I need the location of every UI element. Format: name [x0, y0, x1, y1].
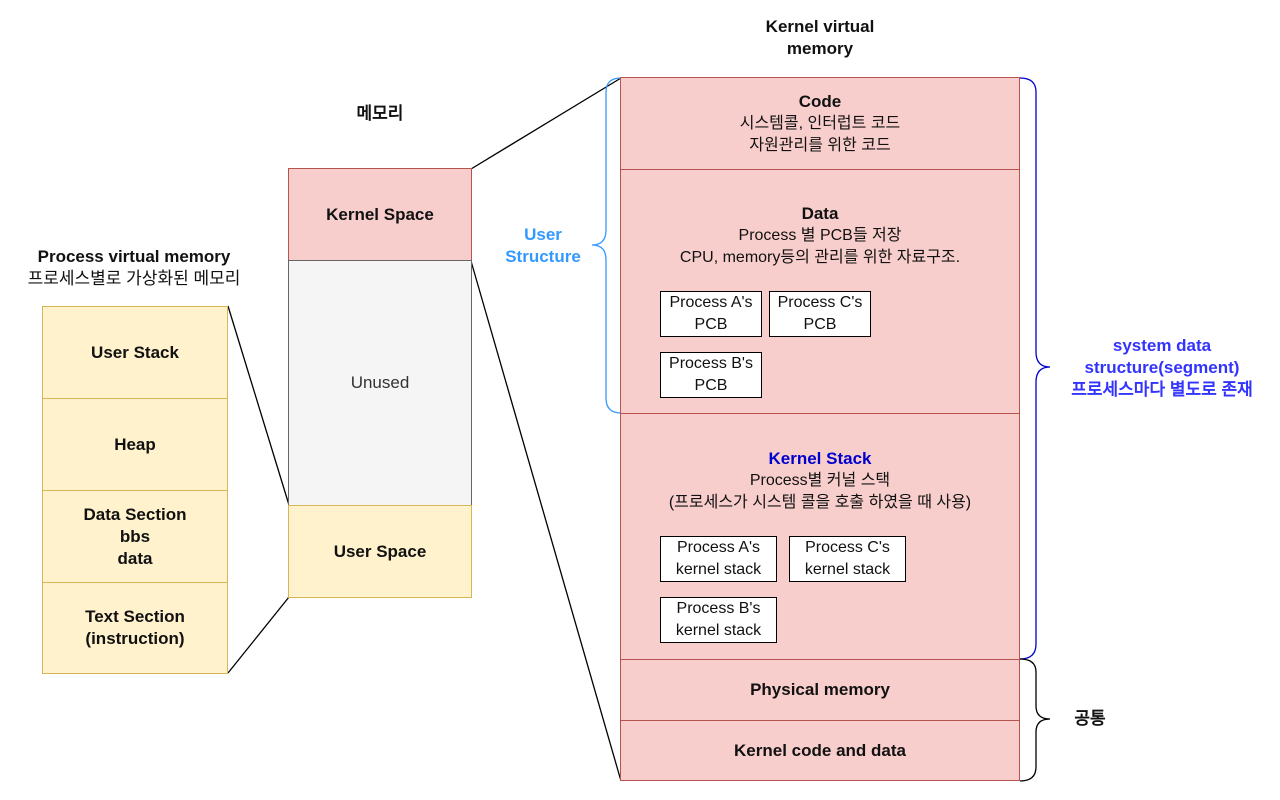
kernel-stack-box-line1: Process A's [676, 539, 761, 556]
code-segment: Code 시스템콜, 인터럽트 코드 자원관리를 위한 코드 [620, 77, 1020, 170]
user-structure-line1: User [524, 225, 562, 244]
user-stack-cell: User Stack [42, 306, 228, 399]
pcb-line1: Process B's [669, 355, 753, 372]
kernel-space-block: Kernel Space [288, 168, 472, 261]
user-structure-brace [591, 77, 622, 414]
kernel-stack-line: (프로세스가 시스템 콜을 호출 하였을 때 사용) [668, 494, 972, 511]
data-label: data [117, 548, 153, 568]
kernel-vm-title: Kernel virtual memory [740, 16, 900, 60]
pcb-box-a: Process A's PCB [660, 291, 762, 337]
system-data-line3: 프로세스마다 별도로 존재 [1071, 380, 1253, 399]
heap-cell: Heap [42, 398, 228, 491]
user-space-label: User Space [333, 541, 427, 561]
kernel-stack-line: Process별 커널 스택 [749, 472, 891, 489]
connector-line [470, 77, 622, 170]
kernel-vm-title-line1: Kernel virtual [765, 17, 875, 36]
text-section-cell: Text Section (instruction) [42, 582, 228, 674]
user-structure-line2: Structure [505, 247, 581, 266]
pcb-line2: PCB [803, 316, 837, 333]
common-label: 공통 [1074, 709, 1106, 728]
kernel-stack-box-a: Process A's kernel stack [660, 536, 777, 582]
code-line: 자원관리를 위한 코드 [749, 136, 891, 154]
data-section-label: Data Section [83, 504, 187, 524]
pcb-box-b: Process B's PCB [660, 352, 762, 398]
user-stack-label: User Stack [91, 342, 179, 362]
heap-label: Heap [114, 434, 156, 454]
data-header: Data Process 별 PCB들 저장 CPU, memory등의 관리를… [620, 203, 1020, 269]
kernel-space-label: Kernel Space [326, 204, 434, 224]
kernel-stack-header: Kernel Stack Process별 커널 스택 (프로세스가 시스템 콜… [620, 448, 1020, 514]
kernel-stack-box-line2: kernel stack [675, 622, 762, 639]
common-brace [1019, 658, 1051, 782]
connector-line [227, 305, 290, 506]
kernel-stack-box-line2: kernel stack [804, 561, 891, 578]
kernel-stack-box-b: Process B's kernel stack [660, 597, 777, 643]
pcb-line2: PCB [694, 316, 728, 333]
unused-block: Unused [288, 260, 472, 506]
text-section-label: Text Section [85, 607, 185, 626]
code-heading: Code [798, 91, 842, 111]
system-data-brace [1019, 77, 1051, 660]
process-memory-title: Process virtual memory [37, 247, 231, 266]
system-data-line2: structure(segment) [1084, 358, 1240, 377]
kernel-vm-title-line2: memory [786, 39, 854, 58]
connector-line [470, 260, 622, 782]
pcb-line1: Process A's [669, 294, 753, 311]
data-section-cell: Data Section bbs data [42, 490, 228, 583]
bbs-label: bbs [119, 526, 151, 546]
system-data-label: system data structure(segment) 프로세스마다 별도… [1052, 335, 1272, 401]
physical-memory-segment: Physical memory [620, 659, 1020, 721]
connector-line [227, 596, 290, 674]
process-memory-subtitle: 프로세스별로 가상화된 메모리 [27, 269, 241, 288]
kernel-stack-box-line2: kernel stack [675, 561, 762, 578]
pcb-line2: PCB [694, 377, 728, 394]
memory-title: 메모리 [356, 104, 404, 123]
kernel-stack-box-line1: Process B's [676, 600, 761, 617]
kernel-stack-box-c: Process C's kernel stack [789, 536, 906, 582]
data-line: CPU, memory등의 관리를 위한 자료구조. [679, 249, 961, 266]
pcb-box-c: Process C's PCB [769, 291, 871, 337]
kernel-code-data-segment: Kernel code and data [620, 720, 1020, 781]
pcb-line1: Process C's [777, 294, 863, 311]
unused-label: Unused [350, 373, 410, 392]
physical-memory-label: Physical memory [750, 680, 890, 699]
kernel-stack-box-line1: Process C's [805, 539, 890, 556]
user-space-block: User Space [288, 505, 472, 598]
data-heading: Data [801, 204, 839, 223]
data-line: Process 별 PCB들 저장 [738, 227, 902, 244]
kernel-code-data-label: Kernel code and data [734, 740, 906, 760]
kernel-stack-heading: Kernel Stack [768, 449, 872, 468]
code-line: 시스템콜, 인터럽트 코드 [739, 114, 901, 132]
system-data-line1: system data [1112, 336, 1212, 355]
instruction-label: (instruction) [85, 629, 185, 648]
user-structure-label: User Structure [488, 224, 598, 268]
